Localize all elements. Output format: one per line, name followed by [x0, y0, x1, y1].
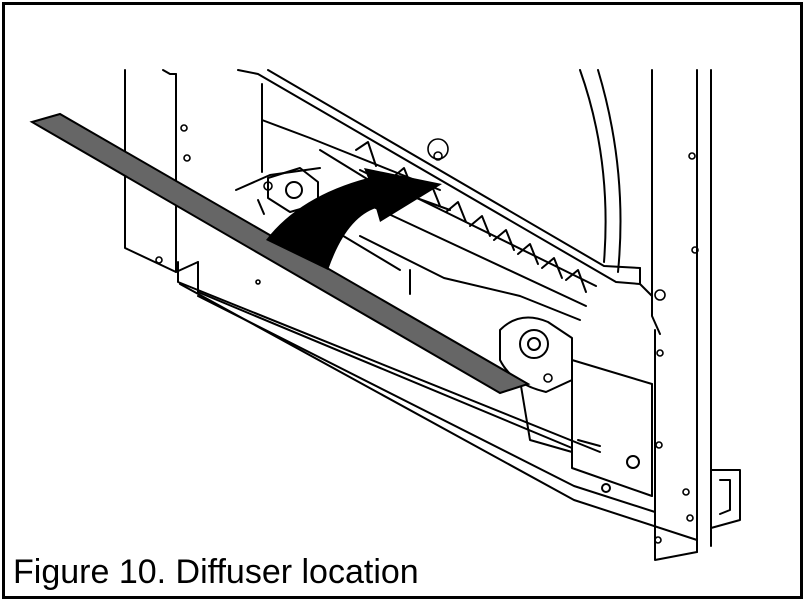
- screws: [155, 124, 699, 544]
- glass-frame: [237, 69, 653, 297]
- bottom-lip: [177, 261, 698, 541]
- right-frame: [651, 69, 741, 561]
- burner-tube: [349, 141, 597, 307]
- curved-arrow: [266, 168, 442, 270]
- figure-caption: Figure 10. Diffuser location: [13, 553, 419, 591]
- diffuser-strip: [29, 112, 531, 395]
- valve-assembly: [499, 316, 653, 497]
